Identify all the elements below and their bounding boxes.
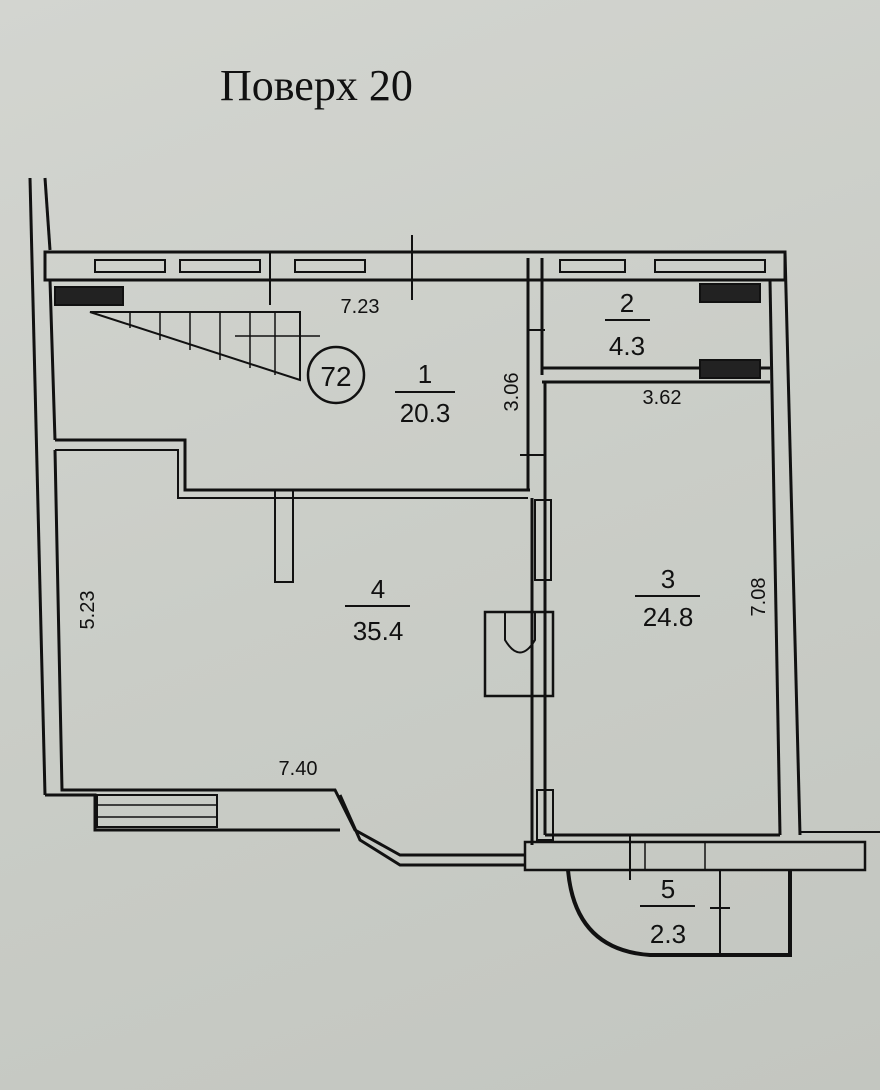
dim-room2-width: 3.62 [643,387,682,409]
apartment-number: 72 [320,361,351,392]
room-number: 3 [661,564,675,594]
room-4: 4 35.4 [345,574,410,646]
dim-room1-width: 7.23 [341,296,380,318]
room-number: 4 [371,574,385,604]
room-area: 35.4 [353,616,404,646]
room-number: 1 [418,359,432,389]
room-area: 24.8 [643,602,694,632]
dim-room3-depth: 7.08 [748,578,770,617]
dim-room4-depth: 5.23 [77,591,99,630]
room-area: 20.3 [400,398,451,428]
room-number: 2 [620,288,634,318]
room-5: 5 2.3 [640,874,695,949]
room-area: 2.3 [650,919,686,949]
apartment-number-circle [306,345,366,405]
dim-room4-width: 7.40 [279,758,318,780]
room-3: 3 24.8 [635,564,700,632]
room-1: 1 20.3 [395,359,455,428]
dim-room1-depth: 3.06 [501,373,523,412]
walls [28,177,880,957]
room-number: 5 [661,874,675,904]
floor-title: Поверх 20 [220,61,413,110]
room-2: 2 4.3 [605,288,650,361]
room-area: 4.3 [609,331,645,361]
